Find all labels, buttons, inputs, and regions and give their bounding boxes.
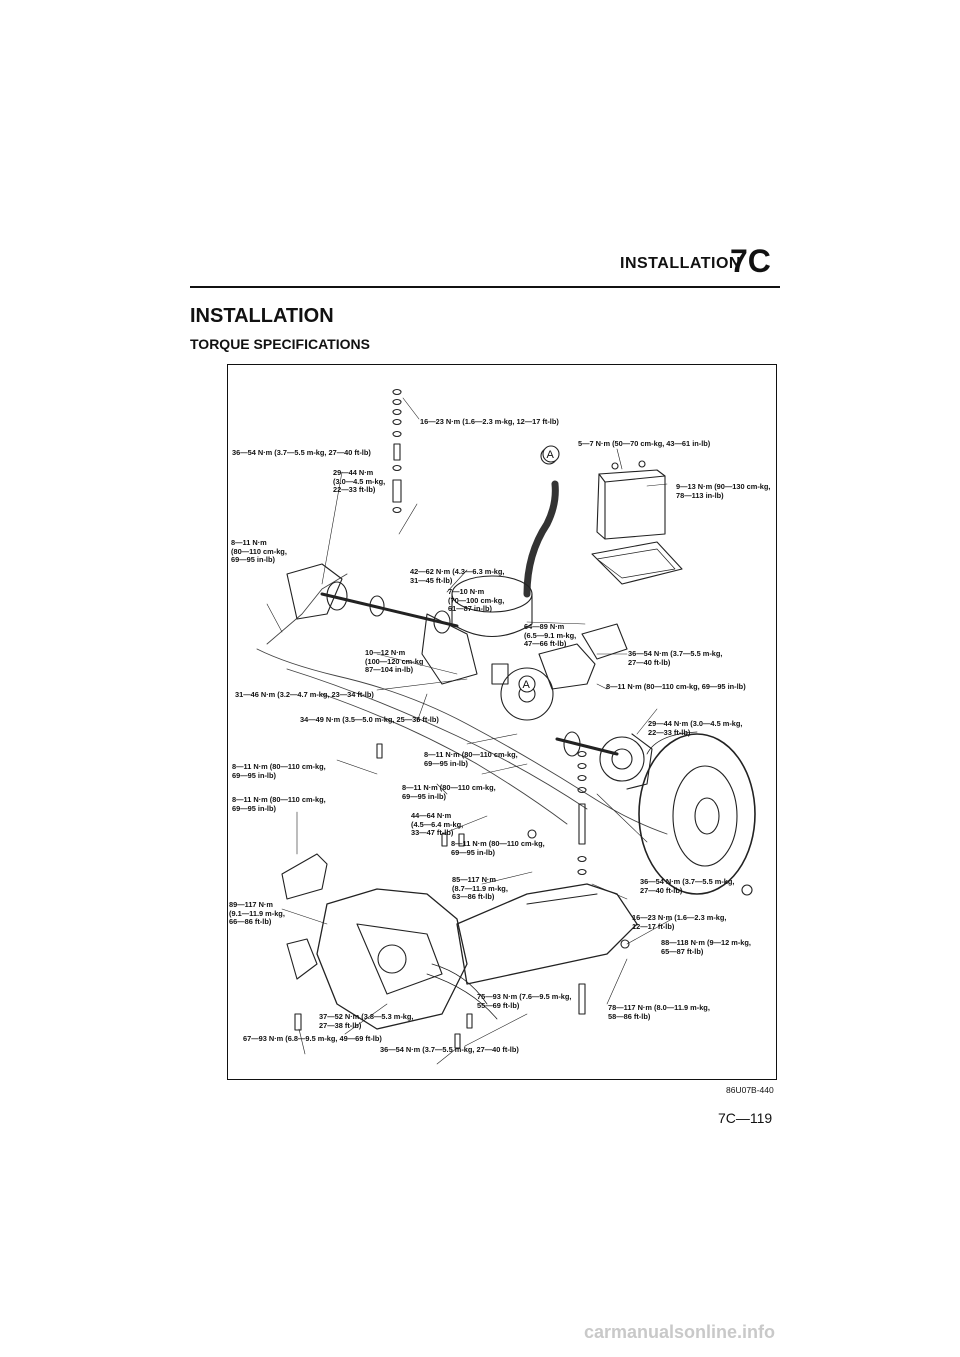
watermark: carmanualsonline.info bbox=[584, 1322, 776, 1342]
small-bolts bbox=[294, 743, 753, 1049]
crossmember bbox=[456, 883, 638, 985]
reference-marker-a: A A bbox=[518, 445, 560, 693]
torque-label: 67—93 N·m (6.8—9.5 m-kg, 49—69 ft-lb) bbox=[243, 1034, 382, 1043]
torque-label: 36—54 N·m (3.7—5.5 m-kg, 27—40 ft-lb) bbox=[628, 649, 723, 667]
leader-lines bbox=[266, 397, 673, 1065]
torque-label: 8—11 N·m (80—110 cm-kg, 69—95 in-lb) bbox=[606, 682, 746, 691]
torque-label: 8—11 N·m (80—110 cm-kg, 69—95 in-lb) bbox=[232, 762, 326, 780]
torque-label: 7—10 N·m (70—100 cm-kg, 61—87 in-lb) bbox=[448, 587, 505, 614]
torque-label: 89—117 N·m (9.1—11.9 m-kg, 66—86 ft-lb) bbox=[229, 900, 285, 927]
torque-label: 16—23 N·m (1.6—2.3 m-kg, 12—17 ft-lb) bbox=[632, 913, 727, 931]
crossmember-bolt-stack bbox=[577, 750, 587, 1015]
torque-label: 44—64 N·m (4.5—6.4 m-kg, 33—47 ft-lb) bbox=[411, 811, 464, 838]
marker-a-bottom: A bbox=[523, 679, 531, 691]
figure-code: 86U07B-440 bbox=[726, 1085, 774, 1095]
torque-label: 8—11 N·m (80—110 cm-kg, 69—95 in-lb) bbox=[231, 538, 287, 565]
figure-frame bbox=[227, 364, 777, 1080]
torque-label: 5—7 N·m (50—70 cm-kg, 43—61 in-lb) bbox=[578, 439, 711, 448]
torque-label: 31—46 N·m (3.2—4.7 m-kg, 23—34 ft-lb) bbox=[235, 690, 374, 699]
torque-label: 75—93 N·m (7.6—9.5 m-kg, 55—69 ft-lb) bbox=[477, 992, 572, 1010]
torque-label: 64—89 N·m (6.5—9.1 m-kg, 47—66 ft-lb) bbox=[524, 622, 577, 649]
torque-label: 42—62 N·m (4.3—6.3 m-kg, 31—45 ft-lb) bbox=[410, 567, 505, 585]
torque-label: 8—11 N·m (80—110 cm-kg, 69—95 in-lb) bbox=[402, 783, 496, 801]
torque-label: 36—54 N·m (3.7—5.5 m-kg, 27—40 ft-lb) bbox=[380, 1045, 519, 1054]
torque-label: 78—117 N·m (8.0—11.9 m-kg, 58—86 ft-lb) bbox=[608, 1003, 710, 1021]
marker-a-top: A bbox=[547, 449, 555, 461]
torque-label: 8—11 N·m (80—110 cm-kg, 69—95 in-lb) bbox=[232, 795, 326, 813]
section-header: INSTALLATION bbox=[620, 255, 741, 272]
battery bbox=[591, 460, 683, 585]
torque-label: 85—117 N·m (8.7—11.9 m-kg, 63—86 ft-lb) bbox=[452, 875, 508, 902]
torque-label: 10—12 N·m (100—120 cm-kg 87—104 in-lb) bbox=[365, 648, 424, 675]
torque-label: 37—52 N·m (3.8—5.3 m-kg, 27—38 ft-lb) bbox=[319, 1012, 414, 1030]
wheel bbox=[638, 731, 756, 895]
mount-bolt-stack bbox=[392, 388, 402, 514]
chapter-number: 7C bbox=[730, 243, 771, 279]
left-bracket bbox=[281, 853, 328, 900]
header-rule bbox=[190, 286, 780, 288]
engine-mount bbox=[538, 623, 628, 690]
body-outline bbox=[256, 573, 668, 835]
left-drive-shaft bbox=[286, 563, 459, 634]
torque-label: 16—23 N·m (1.6—2.3 m-kg, 12—17 ft-lb) bbox=[420, 417, 559, 426]
right-drive-shaft bbox=[555, 731, 653, 790]
page-number: 7C—119 bbox=[718, 1110, 773, 1126]
torque-label: 8—11 N·m (80—110 cm-kg, 69—95 in-lb) bbox=[424, 750, 518, 768]
torque-label: 29—44 N·m (3.0—4.5 m-kg, 22—33 ft-lb) bbox=[333, 468, 386, 495]
upper-transaxle bbox=[421, 575, 554, 721]
torque-label: 34—49 N·m (3.5—5.0 m-kg, 25—36 ft-lb) bbox=[300, 715, 439, 724]
transaxle-exploded-diagram: A A bbox=[256, 388, 756, 1065]
torque-label: 88—118 N·m (9—12 m-kg, 65—87 ft-lb) bbox=[661, 938, 751, 956]
torque-label: 36—54 N·m (3.7—5.5 m-kg, 27—40 ft-lb) bbox=[640, 877, 735, 895]
torque-label: 36—54 N·m (3.7—5.5 m-kg, 27—40 ft-lb) bbox=[232, 448, 371, 457]
torque-label: 8—11 N·m (80—110 cm-kg, 69—95 in-lb) bbox=[451, 839, 545, 857]
torque-label: 29—44 N·m (3.0—4.5 m-kg, 22—33 ft-lb) bbox=[648, 719, 743, 737]
radiator-hose bbox=[523, 447, 559, 598]
torque-label: 9—13 N·m (90—130 cm-kg, 78—113 in-lb) bbox=[676, 482, 771, 500]
page-title: INSTALLATION bbox=[190, 305, 334, 327]
page-subtitle: TORQUE SPECIFICATIONS bbox=[190, 336, 370, 352]
lower-transaxle bbox=[286, 888, 498, 1030]
